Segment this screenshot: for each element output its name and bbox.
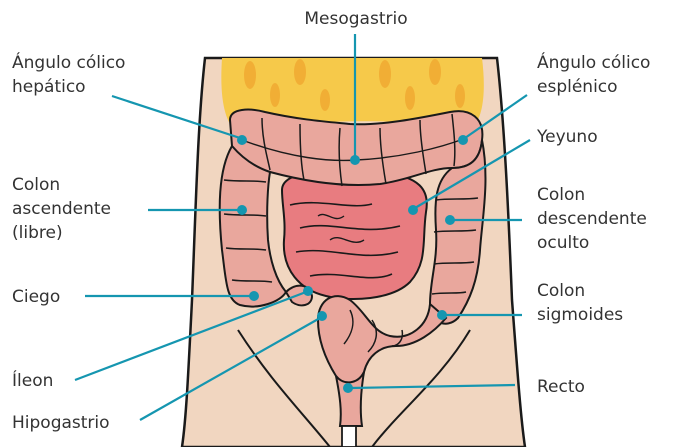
dot-angulo-hepatico [237, 135, 247, 145]
label-angulo-hepatico-line1: Ángulo cólico [12, 51, 125, 73]
label-angulo-hepatico-line2: hepático [12, 77, 86, 97]
label-angulo-esplenico-line1: Ángulo cólico [537, 51, 650, 73]
label-colon-descendente-line1: Colon [537, 185, 585, 205]
small-intestine [282, 170, 427, 299]
label-colon-ascendente-line3: (libre) [12, 223, 63, 243]
label-colon-descendente-line2: descendente [537, 209, 647, 229]
label-angulo-esplenico-line2: esplénico [537, 77, 618, 97]
dot-angulo-esplenico [458, 135, 468, 145]
label-mesogastrio: Mesogastrio [304, 9, 407, 29]
dot-hipogastrio [317, 311, 327, 321]
label-yeyuno: Yeyuno [536, 127, 598, 147]
label-colon-sigmoides-line1: Colon [537, 281, 585, 301]
dot-mesogastrio [350, 155, 360, 165]
dot-colon-descendente [445, 215, 455, 225]
label-recto: Recto [537, 377, 585, 397]
dot-yeyuno [408, 205, 418, 215]
dot-colon-ascendente [237, 205, 247, 215]
dot-ileon [303, 286, 313, 296]
dot-recto [343, 383, 353, 393]
label-ciego: Ciego [12, 287, 60, 307]
anus-opening [342, 426, 356, 447]
label-hipogastrio: Hipogastrio [12, 413, 110, 433]
dot-ciego [249, 291, 259, 301]
dot-colon-sigmoides [437, 310, 447, 320]
label-ileon: Íleon [12, 369, 53, 391]
label-colon-descendente-line3: oculto [537, 233, 589, 253]
label-colon-ascendente-line2: ascendente [12, 199, 111, 219]
label-colon-ascendente-line1: Colon [12, 175, 60, 195]
label-colon-sigmoides-line2: sigmoides [537, 305, 623, 325]
